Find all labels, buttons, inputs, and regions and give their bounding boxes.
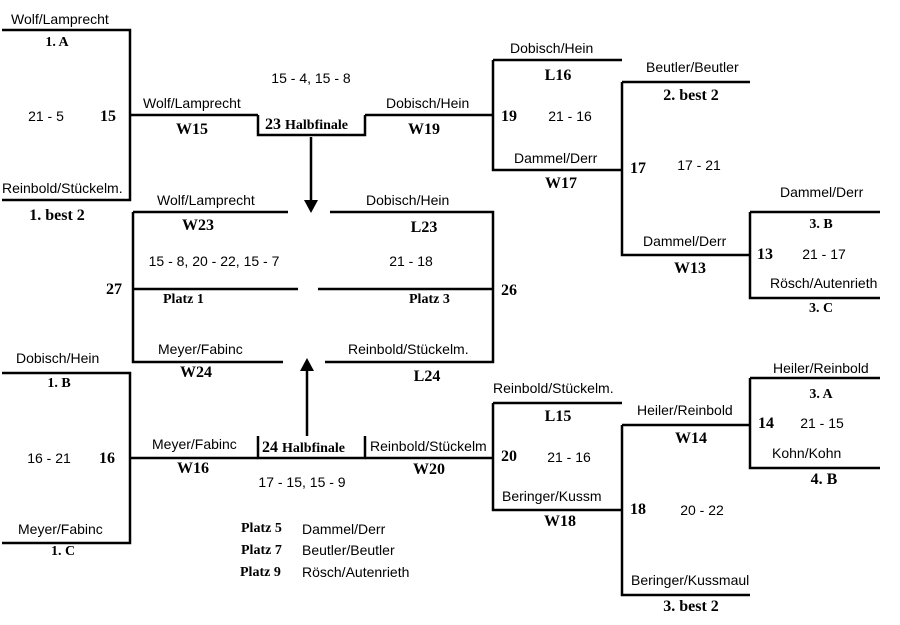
team-label-final-wolf: Wolf/Lamprecht (157, 192, 255, 208)
score-platz3: 21 - 18 (389, 253, 433, 269)
match-number-20: 20 (501, 448, 517, 465)
team-label-w14: Heiler/Reinbold (637, 402, 733, 418)
team-label-l15: Reinbold/Stückelm. (493, 380, 614, 396)
semifinal-23-label: Halbfinale (285, 118, 349, 133)
seed-1-best-2: 1. best 2 (29, 207, 85, 224)
code-w13: W13 (674, 260, 706, 277)
team-label-l16: Dobisch/Hein (510, 40, 594, 56)
semifinal-24-label: Halbfinale (282, 441, 346, 456)
seed-1b: 1. B (47, 376, 71, 391)
match-number-19: 19 (501, 108, 517, 125)
score-final: 15 - 8, 20 - 22, 15 - 7 (148, 253, 280, 269)
seed-3-best-2: 3. best 2 (663, 598, 719, 615)
code-w18: W18 (544, 513, 576, 530)
match-number-13: 13 (757, 246, 773, 263)
team-label-w13: Dammel/Derr (643, 233, 727, 249)
code-w15: W15 (176, 121, 208, 138)
seed-4b: 4. B (810, 471, 838, 488)
semifinal-23-title: 23 Halbfinale (265, 117, 348, 133)
code-l15: L15 (544, 408, 572, 425)
semifinal-24-number: 24 (262, 439, 278, 456)
team-label-w15-winner: Wolf/Lamprecht (143, 95, 241, 111)
match-number-18: 18 (630, 501, 646, 518)
team-label-platz3-dobisch: Dobisch/Hein (366, 192, 450, 208)
team-label-platz3-reinbold: Reinbold/Stückelm. (348, 341, 469, 357)
team-label-heiler-right: Heiler/Reinbold (773, 360, 869, 376)
standing-label-platz-7: Platz 7 (241, 543, 282, 558)
standing-team-platz-9: Rösch/Autenrieth (302, 564, 410, 580)
team-label-beutler: Beutler/Beutler (646, 59, 739, 75)
score-match-13: 21 - 17 (802, 246, 846, 262)
match-number-15: 15 (100, 108, 116, 125)
team-label-w16-winner: Meyer/Fabinc (152, 436, 237, 452)
score-match-14: 21 - 15 (800, 415, 844, 431)
seed-3b: 3. B (809, 217, 833, 232)
match-number-16: 16 (99, 450, 115, 467)
score-match-18: 20 - 22 (680, 502, 724, 518)
code-w17: W17 (545, 175, 577, 192)
match-number-26: 26 (501, 282, 517, 299)
score-match-20: 21 - 16 (547, 449, 591, 465)
code-l24: L24 (413, 368, 441, 385)
team-label-dobisch-left: Dobisch/Hein (16, 350, 100, 366)
score-match-17: 17 - 21 (677, 157, 721, 173)
place-label-platz-3: Platz 3 (409, 292, 450, 307)
semifinal-24-title: 24 Halbfinale (262, 440, 345, 456)
semifinal-23-number: 23 (265, 116, 281, 133)
score-semifinal-23: 15 - 4, 15 - 8 (271, 70, 351, 86)
code-w24: W24 (180, 364, 212, 381)
standing-label-platz-5: Platz 5 (241, 521, 282, 536)
score-match-15: 21 - 5 (28, 108, 64, 124)
seed-1a: 1. A (45, 35, 69, 50)
code-w19: W19 (408, 121, 440, 138)
seed-3c: 3. C (808, 301, 834, 316)
code-w14: W14 (675, 430, 707, 447)
team-label-w17: Dammel/Derr (514, 150, 598, 166)
team-label-kohn-right: Kohn/Kohn (772, 445, 842, 461)
match-number-17: 17 (630, 160, 646, 177)
code-w23: W23 (182, 217, 214, 234)
team-label-wolf-lamprecht-top: Wolf/Lamprecht (11, 11, 109, 27)
code-l16: L16 (544, 67, 572, 84)
team-label-dammel-right: Dammel/Derr (780, 184, 864, 200)
team-label-meyer-left: Meyer/Fabinc (18, 521, 103, 537)
score-match-19: 21 - 16 (548, 108, 592, 124)
score-match-16: 16 - 21 (27, 450, 71, 466)
standing-team-platz-7: Beutler/Beutler (302, 542, 395, 558)
score-semifinal-24: 17 - 15, 15 - 9 (258, 474, 346, 490)
team-label-w18: Beringer/Kussm (502, 488, 602, 504)
match-number-14: 14 (758, 415, 774, 432)
standing-label-platz-9: Platz 9 (240, 565, 281, 580)
team-label-reinbold-left: Reinbold/Stückelm. (2, 180, 123, 196)
code-w16: W16 (177, 460, 209, 477)
seed-3a: 3. A (809, 387, 833, 402)
team-label-w19-winner: Dobisch/Hein (386, 95, 470, 111)
place-label-platz-1: Platz 1 (163, 292, 204, 307)
code-w20: W20 (413, 461, 445, 478)
team-label-beringer-kussmaul: Beringer/Kussmaul (631, 572, 750, 588)
seed-2-best-2: 2. best 2 (663, 87, 719, 104)
team-label-w20-winner: Reinbold/Stückelm (370, 438, 487, 454)
team-label-roesch-right: Rösch/Autenrieth (770, 275, 878, 291)
seed-1c: 1. C (50, 544, 76, 559)
standing-team-platz-5: Dammel/Derr (302, 521, 386, 537)
match-number-27: 27 (106, 281, 122, 298)
code-l23: L23 (410, 219, 438, 236)
team-label-final-meyer: Meyer/Fabinc (158, 341, 243, 357)
